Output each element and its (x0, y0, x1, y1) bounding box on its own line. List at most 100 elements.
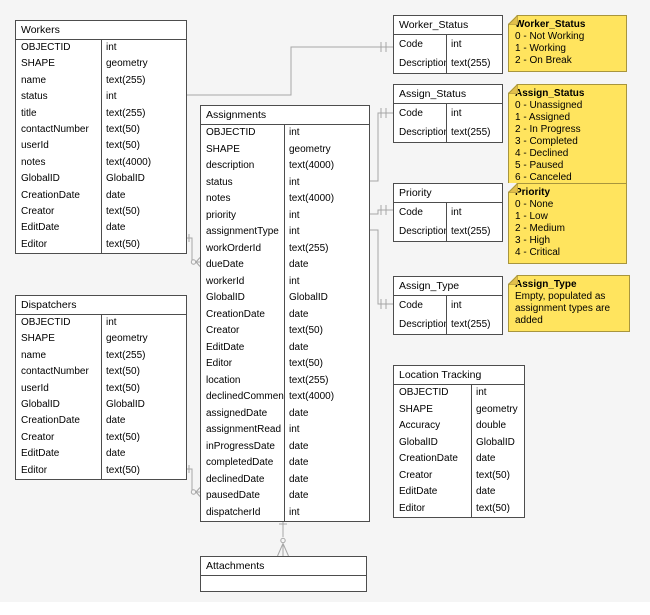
field-type: int (101, 315, 186, 332)
note-fold-icon (508, 275, 518, 285)
field-name: name (21, 74, 47, 86)
field-type: text(255) (101, 347, 186, 365)
field-type: geometry (101, 331, 186, 348)
field-name: Description (399, 58, 446, 69)
link-workerstatus-workers (186, 46, 393, 96)
field-name: Code (399, 207, 423, 218)
note-line: 0 - Not Working (515, 31, 585, 42)
link-priority-assignments (369, 209, 393, 215)
field-type: text(255) (284, 372, 369, 389)
field-name: Code (399, 39, 423, 50)
note-line: 0 - Unassigned (515, 100, 583, 111)
field-type: text(255) (446, 315, 502, 334)
table-title: Attachments (201, 557, 366, 576)
field-type: text(4000) (284, 158, 369, 175)
field-name: Description (399, 319, 446, 330)
field-type: geometry (471, 401, 524, 418)
field-type: int (284, 125, 369, 142)
table-title: Location Tracking (394, 366, 524, 385)
table-row: workOrderId text(255) (201, 240, 369, 257)
field-name: Editor (21, 464, 48, 476)
field-name: CreationDate (206, 308, 265, 320)
field-type: text(255) (284, 240, 369, 257)
field-name: workOrderId (206, 242, 262, 254)
link-assignstatus-assignments (369, 112, 393, 182)
field-name: Description (399, 226, 446, 237)
field-name: GlobalID (21, 173, 60, 185)
field-type: text(255) (101, 72, 186, 90)
field-name: OBJECTID (206, 127, 256, 138)
field-name: priority (206, 209, 237, 221)
field-type: date (284, 455, 369, 472)
field-type: text(50) (101, 236, 186, 254)
table-row: description text(4000) (201, 158, 369, 175)
field-name: OBJECTID (21, 317, 71, 328)
field-name: CreationDate (21, 189, 80, 201)
field-type: int (284, 174, 369, 191)
field-name: description (206, 160, 255, 171)
field-type: date (284, 488, 369, 505)
field-type: date (101, 413, 186, 430)
field-type: int (284, 504, 369, 521)
field-name: status (21, 91, 48, 103)
table-title: Assign_Type (394, 277, 502, 296)
crows-foot (277, 543, 289, 557)
link-assigntype-assignments (369, 229, 393, 305)
table-row: userId text(50) (16, 138, 186, 155)
field-type: text(50) (101, 462, 186, 479)
field-name: Editor (21, 238, 48, 250)
table-row: Editor text(50) (16, 462, 186, 479)
field-type: text(255) (446, 54, 502, 73)
field-type: text(50) (101, 138, 186, 155)
field-type: text(255) (446, 123, 502, 142)
entity-table-attachments: Attachments (200, 556, 367, 592)
field-type: GlobalID (101, 396, 186, 414)
field-type: date (101, 220, 186, 237)
note-line: 4 - Critical (515, 247, 561, 258)
field-type: date (284, 471, 369, 488)
field-type: date (101, 187, 186, 204)
note-title: Priority (515, 187, 551, 198)
field-name: Creator (21, 205, 55, 217)
field-name: EditDate (206, 341, 245, 353)
field-name: declinedDate (206, 473, 265, 485)
field-name: SHAPE (399, 403, 433, 415)
field-type: int (446, 296, 502, 315)
field-name: userId (21, 140, 49, 152)
field-name: dispatcherId (206, 506, 261, 518)
note-fold-icon (508, 15, 518, 25)
field-name: title (21, 107, 37, 119)
field-name: EditDate (21, 448, 60, 460)
field-type: text(50) (101, 429, 186, 447)
field-type: date (284, 405, 369, 422)
field-name: notes (206, 193, 231, 204)
field-name: Accuracy (399, 420, 441, 431)
